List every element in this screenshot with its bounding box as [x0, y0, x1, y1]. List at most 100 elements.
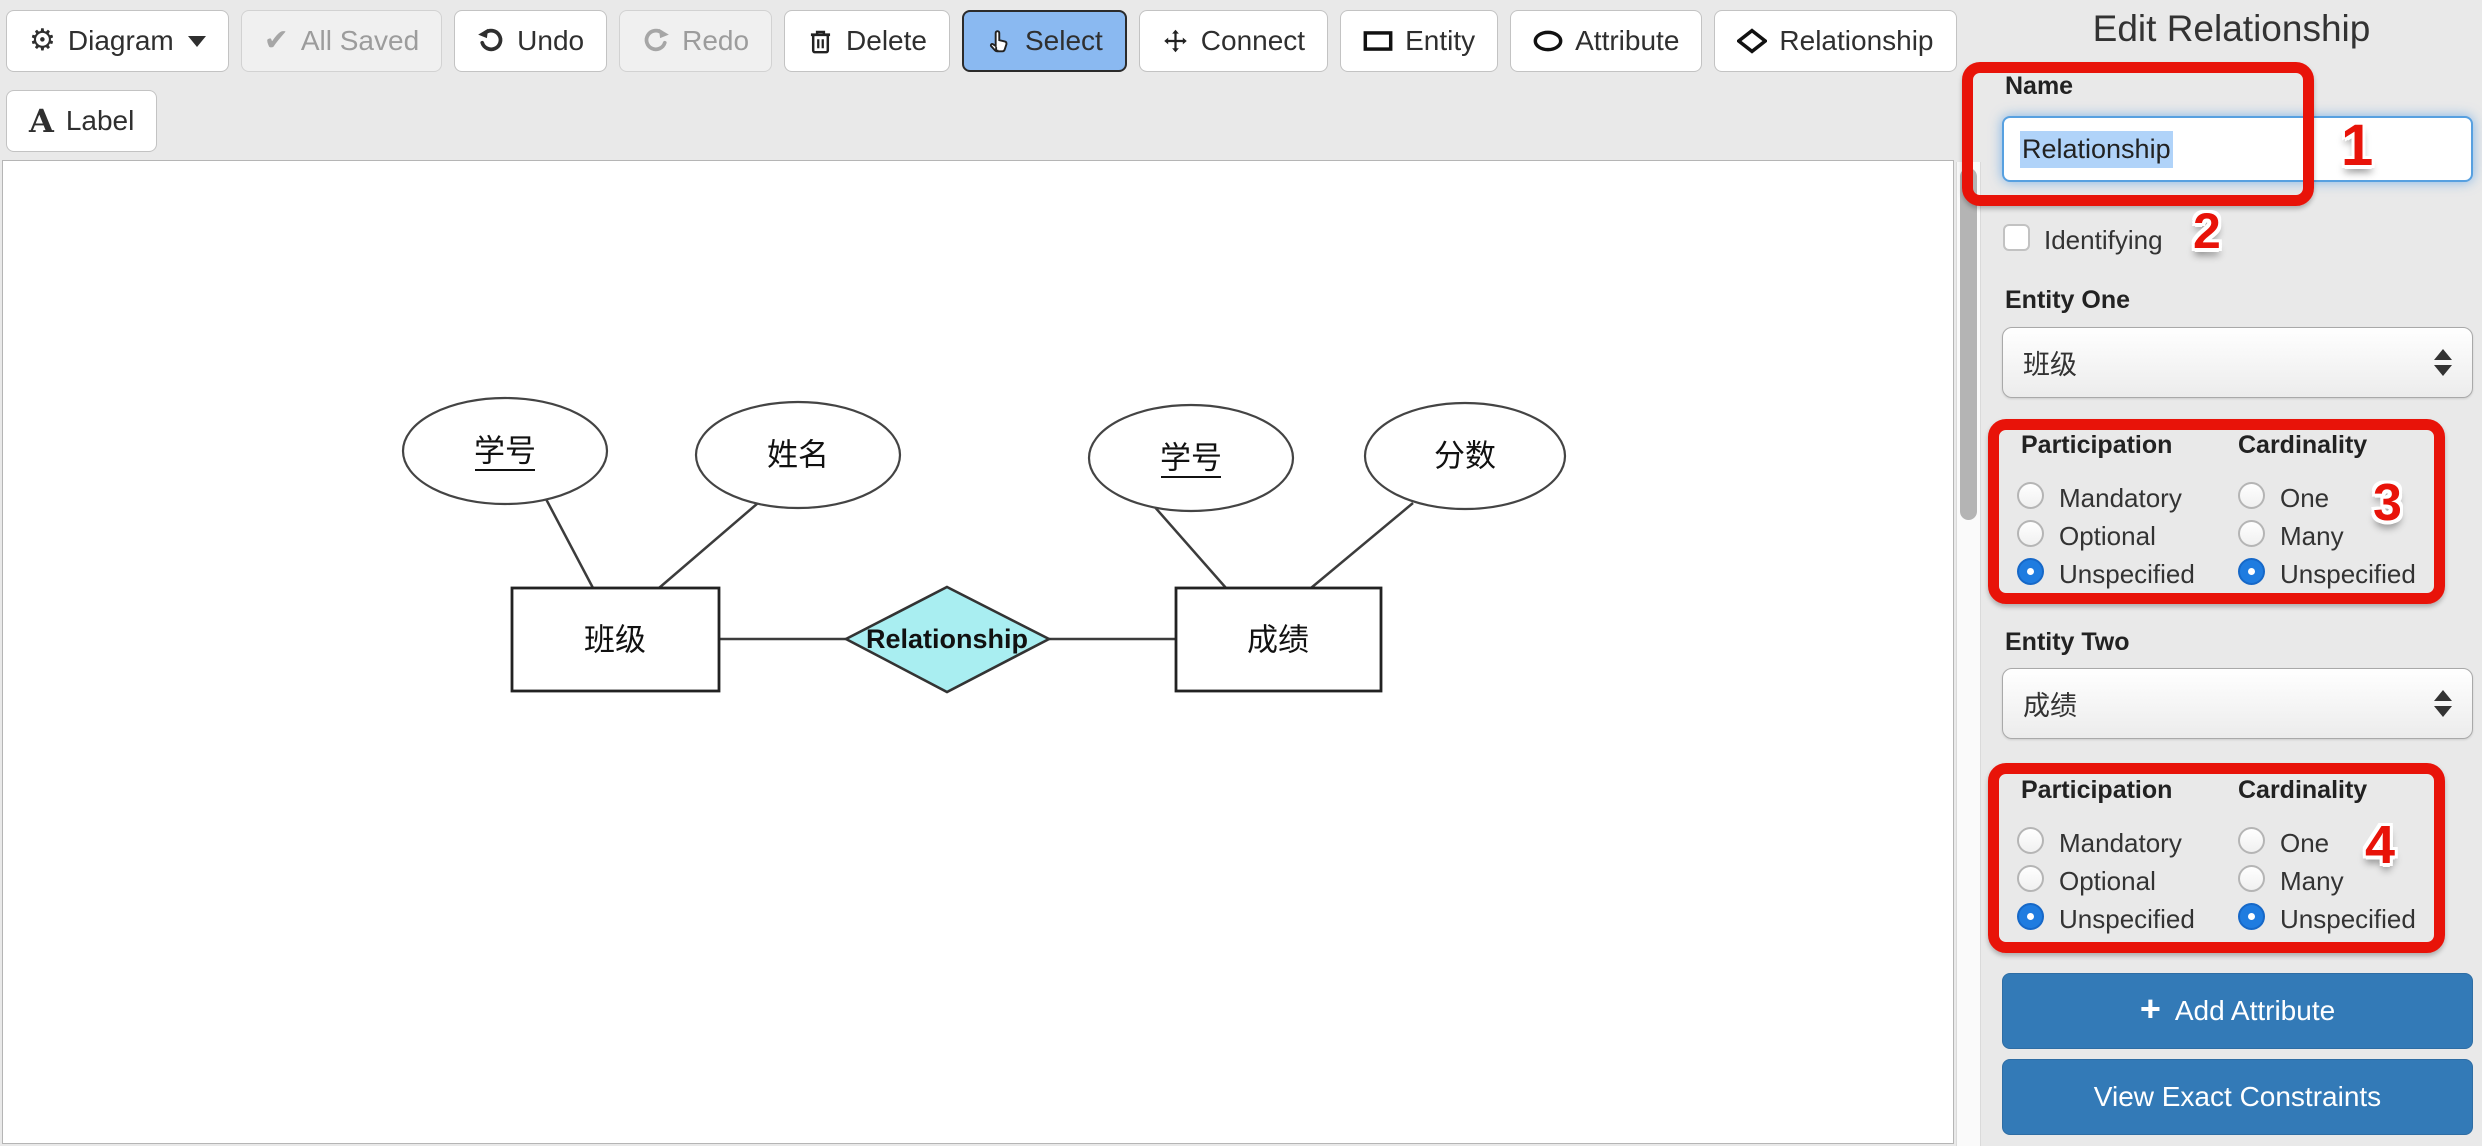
panel-title: Edit Relationship [2092, 8, 2371, 49]
label-tool-button[interactable]: A Label [6, 90, 158, 152]
radio-label: One [2280, 828, 2330, 858]
entity-label: 班级 [584, 623, 646, 658]
toolbar: ⚙ Diagram ✔ All Saved Undo Redo [6, 10, 1957, 72]
move-icon [1164, 29, 1187, 52]
name-label: Name [2005, 72, 2074, 100]
radio-label: Unspecified [2280, 904, 2416, 934]
radio-e2-cardinality-one[interactable] [2238, 827, 2265, 854]
add-attribute-label: Add Attribute [2174, 995, 2336, 1026]
attribute-tool-button[interactable]: Attribute [1510, 10, 1703, 72]
annotation-number-2: 2 [2193, 203, 2221, 259]
attribute-shape-fenshu[interactable]: 分数 [1363, 401, 1567, 511]
annotation-number-4: 4 [2365, 815, 2396, 875]
undo-button[interactable]: Undo [454, 10, 608, 72]
name-input[interactable]: Relationship [2002, 116, 2473, 182]
participation-two-header: Participation [2021, 776, 2173, 804]
radio-e1-participation-optional[interactable] [2017, 520, 2044, 547]
entity-tool-label: Entity [1405, 25, 1476, 56]
select-tool-button[interactable]: Select [961, 10, 1127, 72]
entity-two-value: 成绩 [2023, 691, 2077, 721]
rectangle-icon [1363, 31, 1393, 51]
radio-label: Mandatory [2059, 828, 2182, 858]
hand-icon [989, 29, 1008, 52]
participation-one-header: Participation [2021, 431, 2173, 459]
redo-button: Redo [619, 10, 773, 72]
gear-icon: ⚙ [29, 24, 56, 57]
radio-e2-cardinality-many[interactable] [2238, 865, 2265, 892]
radio-label: Optional [2059, 866, 2156, 896]
attribute-label: 分数 [1434, 439, 1496, 474]
radio-label: Mandatory [2059, 483, 2182, 513]
diagram-menu-button[interactable]: ⚙ Diagram [6, 10, 229, 72]
radio-e1-cardinality-many[interactable] [2238, 520, 2265, 547]
entity-one-select[interactable]: 班级 [2002, 327, 2473, 398]
plus-icon: + [2139, 988, 2161, 1029]
all-saved-label: All Saved [300, 25, 420, 56]
undo-icon [478, 28, 503, 52]
attribute-shape-xingming[interactable]: 姓名 [694, 400, 902, 510]
diagram-canvas[interactable]: 学号 姓名 学号 分数 班级 成绩 [2, 160, 1954, 1144]
attribute-label: 学号 [474, 434, 536, 469]
name-input-value: Relationship [2020, 130, 2173, 168]
relationship-tool-label: Relationship [1779, 25, 1934, 56]
identifying-checkbox[interactable] [2003, 224, 2030, 251]
connect-tool-label: Connect [1200, 25, 1306, 56]
diamond-icon [1737, 28, 1768, 54]
attribute-tool-label: Attribute [1575, 25, 1680, 56]
relationship-label: Relationship [866, 624, 1028, 654]
radio-label: Unspecified [2059, 904, 2195, 934]
identifying-label: Identifying [2044, 225, 2163, 255]
radio-e1-cardinality-unspecified[interactable] [2238, 558, 2265, 585]
connector-lines [544, 498, 1414, 641]
entity-shape-chengji[interactable]: 成绩 [1174, 586, 1383, 693]
radio-e1-participation-mandatory[interactable] [2017, 482, 2044, 509]
annotation-number-3: 3 [2373, 474, 2402, 532]
diagram-menu-label: Diagram [67, 25, 174, 56]
connect-tool-button[interactable]: Connect [1138, 10, 1329, 72]
select-tool-label: Select [1024, 25, 1103, 56]
relationship-tool-button[interactable]: Relationship [1714, 10, 1957, 72]
scrollbar-thumb[interactable] [1960, 168, 1977, 520]
redo-label: Redo [682, 25, 750, 56]
delete-label: Delete [846, 25, 927, 56]
radio-label: Many [2280, 866, 2344, 896]
attribute-label: 姓名 [767, 438, 829, 473]
view-exact-constraints-button[interactable]: View Exact Constraints [2002, 1059, 2473, 1135]
entity-one-label: Entity One [2005, 286, 2131, 314]
cardinality-one-header: Cardinality [2238, 431, 2368, 459]
view-constraints-label: View Exact Constraints [2093, 1081, 2382, 1112]
attribute-shape-xuehao-1[interactable]: 学号 [401, 396, 609, 506]
label-tool-label: Label [65, 105, 135, 136]
radio-label: Optional [2059, 521, 2156, 551]
radio-e1-participation-unspecified[interactable] [2017, 558, 2044, 585]
entity-label: 成绩 [1247, 623, 1309, 658]
select-spinner-icon [2434, 349, 2452, 376]
er-diagram: 学号 姓名 学号 分数 班级 成绩 [401, 396, 1567, 694]
delete-button[interactable]: Delete [784, 10, 950, 72]
entity-two-label: Entity Two [2005, 628, 2130, 656]
all-saved-button: ✔ All Saved [240, 10, 443, 72]
entity-tool-button[interactable]: Entity [1340, 10, 1499, 72]
ellipse-icon [1533, 30, 1563, 52]
entity-two-select[interactable]: 成绩 [2002, 668, 2473, 739]
radio-e2-participation-mandatory[interactable] [2017, 827, 2044, 854]
chevron-down-icon [187, 35, 206, 47]
entity-one-value: 班级 [2023, 350, 2077, 380]
radio-e2-participation-optional[interactable] [2017, 865, 2044, 892]
panel-scrollbar[interactable] [1956, 162, 1981, 1146]
attribute-shape-xuehao-2[interactable]: 学号 [1087, 403, 1295, 513]
radio-e2-participation-unspecified[interactable] [2017, 903, 2044, 930]
attribute-label: 学号 [1160, 441, 1222, 476]
radio-label: One [2280, 483, 2330, 513]
check-icon: ✔ [263, 24, 289, 57]
toolbar-secondary: A Label [6, 90, 158, 152]
entity-shape-banji[interactable]: 班级 [510, 586, 721, 693]
select-spinner-icon [2434, 690, 2452, 717]
relationship-shape[interactable]: Relationship [843, 585, 1052, 694]
radio-e2-cardinality-unspecified[interactable] [2238, 903, 2265, 930]
radio-label: Unspecified [2280, 559, 2416, 589]
add-attribute-button[interactable]: + Add Attribute [2002, 973, 2473, 1049]
radio-e1-cardinality-one[interactable] [2238, 482, 2265, 509]
redo-icon [644, 28, 669, 52]
